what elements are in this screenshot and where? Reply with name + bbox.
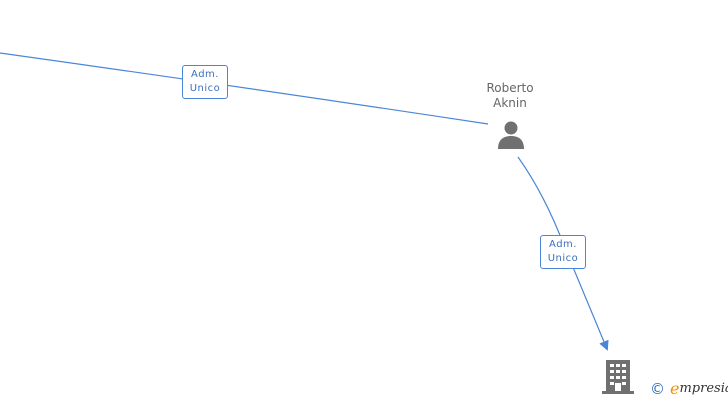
brand-logo: © e mpresia [650, 379, 728, 399]
edge-label-line1: Adm. [549, 239, 577, 250]
brand-logo-initial: e [670, 379, 680, 398]
copyright-symbol: © [650, 379, 665, 398]
person-first-name: Roberto [486, 81, 534, 95]
edge-label-line1: Adm. [191, 69, 219, 80]
building-icon[interactable] [602, 358, 634, 398]
edge-label-adm-unico[interactable]: Adm. Unico [540, 235, 586, 269]
edge-label-line2: Unico [547, 253, 579, 264]
edge-line-to-person [0, 52, 489, 125]
edge-label-line2: Unico [189, 83, 221, 94]
person-node-label[interactable]: Roberto Aknin [462, 81, 558, 111]
person-icon[interactable] [496, 120, 526, 154]
edge-label-adm-unico[interactable]: Adm. Unico [182, 65, 228, 99]
person-last-name: Aknin [493, 96, 527, 110]
brand-logo-text: mpresia [679, 381, 728, 396]
